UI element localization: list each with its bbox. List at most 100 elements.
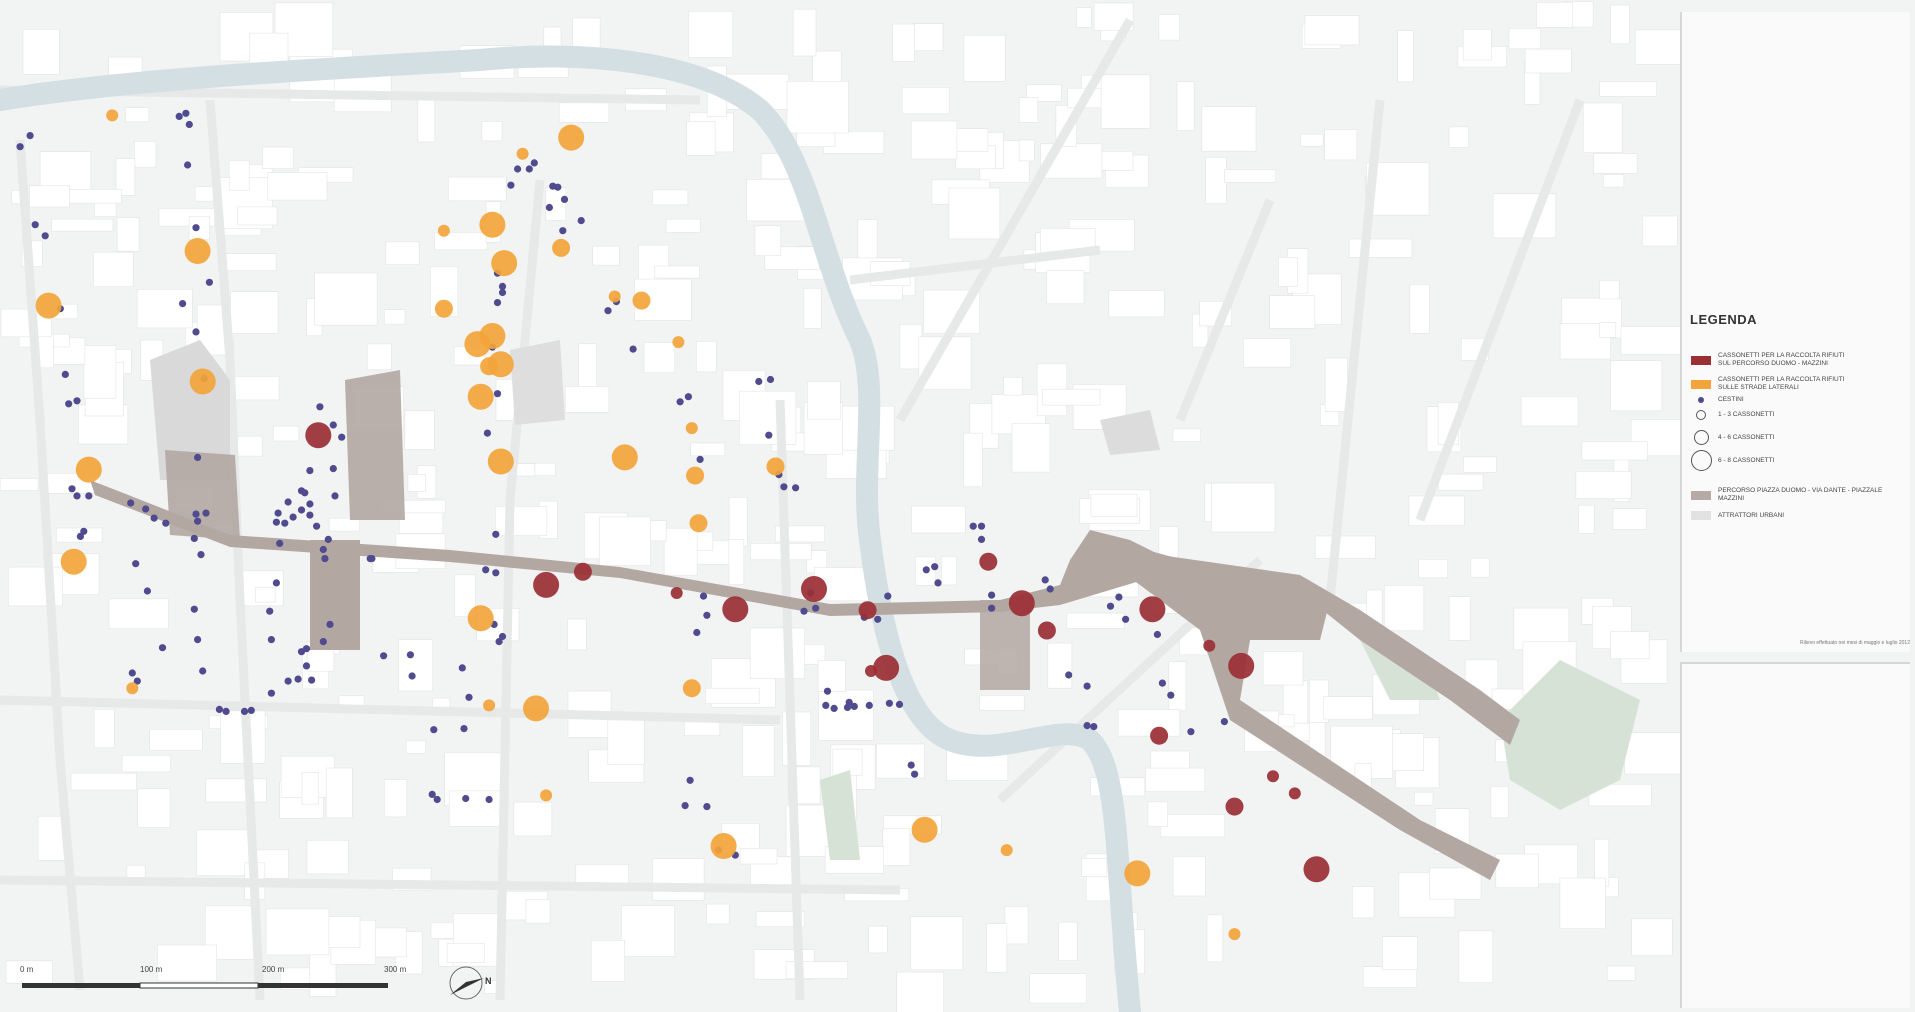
cestino-marker[interactable] xyxy=(199,667,207,675)
cestino-marker[interactable] xyxy=(175,112,183,120)
red-container-marker[interactable] xyxy=(858,601,877,620)
orange-container-marker[interactable] xyxy=(685,422,698,435)
cestino-marker[interactable] xyxy=(184,161,192,169)
orange-container-marker[interactable] xyxy=(184,238,211,264)
cestino-marker[interactable] xyxy=(80,527,88,535)
cestino-marker[interactable] xyxy=(780,483,788,491)
cestino-marker[interactable] xyxy=(766,375,775,384)
orange-container-marker[interactable] xyxy=(483,699,496,712)
red-container-marker[interactable] xyxy=(305,422,332,449)
cestino-marker[interactable] xyxy=(306,511,314,519)
cestino-marker[interactable] xyxy=(321,555,329,563)
cestino-marker[interactable] xyxy=(686,776,694,784)
cestino-marker[interactable] xyxy=(190,605,198,613)
red-container-marker[interactable] xyxy=(865,665,877,677)
cestino-marker[interactable] xyxy=(1115,593,1123,601)
red-container-marker[interactable] xyxy=(533,571,560,598)
cestino-marker[interactable] xyxy=(629,345,637,353)
orange-container-marker[interactable] xyxy=(467,605,494,632)
cestino-marker[interactable] xyxy=(1106,602,1115,610)
cestino-marker[interactable] xyxy=(133,677,141,685)
cestino-marker[interactable] xyxy=(492,569,500,577)
cestino-marker[interactable] xyxy=(845,698,853,706)
cestino-marker[interactable] xyxy=(284,498,292,506)
cestino-marker[interactable] xyxy=(604,307,612,315)
cestino-marker[interactable] xyxy=(493,299,502,307)
orange-container-marker[interactable] xyxy=(434,299,453,318)
cestino-marker[interactable] xyxy=(215,705,223,714)
orange-container-marker[interactable] xyxy=(632,291,651,310)
cestino-marker[interactable] xyxy=(308,676,316,684)
cestino-marker[interactable] xyxy=(823,687,832,695)
cestino-marker[interactable] xyxy=(1187,728,1195,736)
orange-container-marker[interactable] xyxy=(60,548,87,575)
red-container-marker[interactable] xyxy=(670,587,683,599)
cestino-marker[interactable] xyxy=(885,699,894,707)
orange-container-marker[interactable] xyxy=(1124,860,1151,887)
cestino-marker[interactable] xyxy=(127,499,135,507)
cestino-marker[interactable] xyxy=(240,707,249,716)
cestino-marker[interactable] xyxy=(61,370,69,378)
cestino-marker[interactable] xyxy=(934,579,942,587)
cestino-marker[interactable] xyxy=(483,429,491,437)
orange-container-marker[interactable] xyxy=(686,466,705,485)
red-container-marker[interactable] xyxy=(979,552,998,571)
cestino-marker[interactable] xyxy=(65,400,73,408)
cestino-marker[interactable] xyxy=(306,467,314,475)
cestino-marker[interactable] xyxy=(460,725,468,733)
cestino-marker[interactable] xyxy=(194,453,202,461)
cestino-marker[interactable] xyxy=(1158,679,1166,687)
cestino-marker[interactable] xyxy=(485,795,493,804)
cestino-marker[interactable] xyxy=(272,518,280,526)
cestino-marker[interactable] xyxy=(465,693,473,701)
cestino-marker[interactable] xyxy=(142,505,150,513)
cestino-marker[interactable] xyxy=(329,421,337,429)
cestino-marker[interactable] xyxy=(830,704,838,713)
cestino-marker[interactable] xyxy=(545,203,554,212)
cestino-marker[interactable] xyxy=(185,120,193,129)
orange-container-marker[interactable] xyxy=(540,789,553,802)
orange-container-marker[interactable] xyxy=(487,448,514,475)
cestino-marker[interactable] xyxy=(514,165,522,173)
cestino-marker[interactable] xyxy=(498,282,507,290)
orange-container-marker[interactable] xyxy=(611,444,638,471)
orange-container-marker[interactable] xyxy=(479,211,506,238)
orange-container-marker[interactable] xyxy=(766,457,785,476)
cestino-marker[interactable] xyxy=(272,579,280,587)
cestino-marker[interactable] xyxy=(911,770,919,778)
cestino-marker[interactable] xyxy=(73,492,81,500)
cestino-marker[interactable] xyxy=(498,632,507,641)
cestino-marker[interactable] xyxy=(41,232,49,240)
cestino-marker[interactable] xyxy=(865,701,873,710)
cestino-marker[interactable] xyxy=(800,607,808,615)
orange-container-marker[interactable] xyxy=(516,147,529,160)
red-container-marker[interactable] xyxy=(722,596,749,623)
cestino-marker[interactable] xyxy=(1167,691,1175,699)
cestino-marker[interactable] xyxy=(1153,630,1161,639)
cestino-marker[interactable] xyxy=(430,726,438,734)
cestino-marker[interactable] xyxy=(977,535,986,544)
red-container-marker[interactable] xyxy=(1288,787,1301,800)
orange-container-marker[interactable] xyxy=(558,124,585,151)
cestino-marker[interactable] xyxy=(73,397,81,405)
red-container-marker[interactable] xyxy=(1303,856,1330,883)
cestino-marker[interactable] xyxy=(681,802,689,810)
cestino-marker[interactable] xyxy=(274,509,282,517)
red-container-marker[interactable] xyxy=(1203,639,1216,652)
cestino-marker[interactable] xyxy=(294,675,302,683)
cestino-marker[interactable] xyxy=(143,587,151,595)
cestino-marker[interactable] xyxy=(179,300,187,308)
cestino-marker[interactable] xyxy=(247,706,255,715)
red-container-marker[interactable] xyxy=(1139,596,1166,623)
cestino-marker[interactable] xyxy=(194,636,202,644)
cestino-marker[interactable] xyxy=(281,519,289,527)
orange-container-marker[interactable] xyxy=(491,250,518,277)
cestino-marker[interactable] xyxy=(326,620,334,629)
cestino-marker[interactable] xyxy=(1090,723,1098,731)
cestino-marker[interactable] xyxy=(267,636,275,644)
cestino-marker[interactable] xyxy=(190,534,198,543)
cestino-marker[interactable] xyxy=(306,500,314,508)
cestino-marker[interactable] xyxy=(316,403,324,411)
